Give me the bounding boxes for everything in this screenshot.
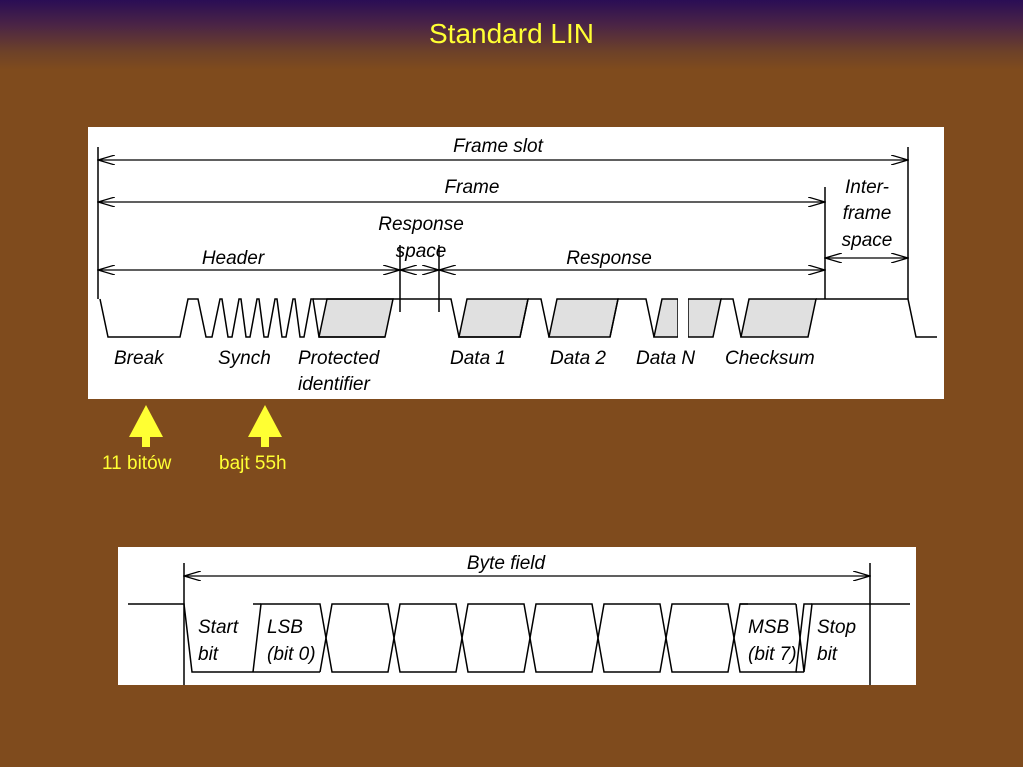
slide-title: Standard LIN xyxy=(429,18,594,49)
lsb-label-1: LSB xyxy=(267,617,303,638)
break-label: Break xyxy=(114,348,165,369)
data1-label: Data 1 xyxy=(450,348,506,369)
frame-slot-label: Frame slot xyxy=(453,136,543,157)
start-bit-label-1: Start xyxy=(198,617,239,638)
boundary-lines xyxy=(97,147,909,312)
checksum-label: Checksum xyxy=(725,348,815,369)
protected-label-1: Protected xyxy=(298,348,381,369)
datan-label: Data N xyxy=(636,348,695,369)
lin-waveform xyxy=(99,298,320,338)
response-space-label-2: space xyxy=(396,241,447,262)
protected-label-2: identifier xyxy=(298,374,370,395)
synch-callout-arrow-icon xyxy=(248,405,282,447)
stop-bit-label-2: bit xyxy=(817,644,838,665)
byte-boundaries xyxy=(183,563,871,685)
break-bits-callout: 11 bitów xyxy=(102,453,172,474)
lsb-label-2: (bit 0) xyxy=(267,644,316,665)
response-space-label-1: Response xyxy=(378,214,464,235)
data-n-gap xyxy=(678,293,688,343)
inter-frame-label-1: Inter- xyxy=(845,177,889,198)
stop-bit-label-1: Stop xyxy=(817,617,856,638)
header-label: Header xyxy=(202,248,265,269)
title-band xyxy=(0,0,1023,70)
inter-frame-label-2: frame xyxy=(843,203,892,224)
inter-frame-label-3: space xyxy=(842,230,893,251)
field-boxes xyxy=(313,298,937,338)
response-label: Response xyxy=(566,248,652,269)
byte-field-diagram: Byte field Start bit LSB (bit 0) MSB (bi… xyxy=(118,547,916,685)
byte-field-label: Byte field xyxy=(467,553,547,574)
synch-byte-callout: bajt 55h xyxy=(219,453,287,474)
data2-label: Data 2 xyxy=(550,348,606,369)
break-callout-arrow-icon xyxy=(129,405,163,447)
frame-label: Frame xyxy=(445,177,500,198)
start-bit-label-2: bit xyxy=(198,644,219,665)
synch-label: Synch xyxy=(218,348,271,369)
lin-frame-diagram: Frame slot Frame Inter- frame space Resp… xyxy=(88,127,944,399)
msb-label-2: (bit 7) xyxy=(748,644,797,665)
msb-label-1: MSB xyxy=(748,617,790,638)
byte-waveform xyxy=(128,603,910,673)
